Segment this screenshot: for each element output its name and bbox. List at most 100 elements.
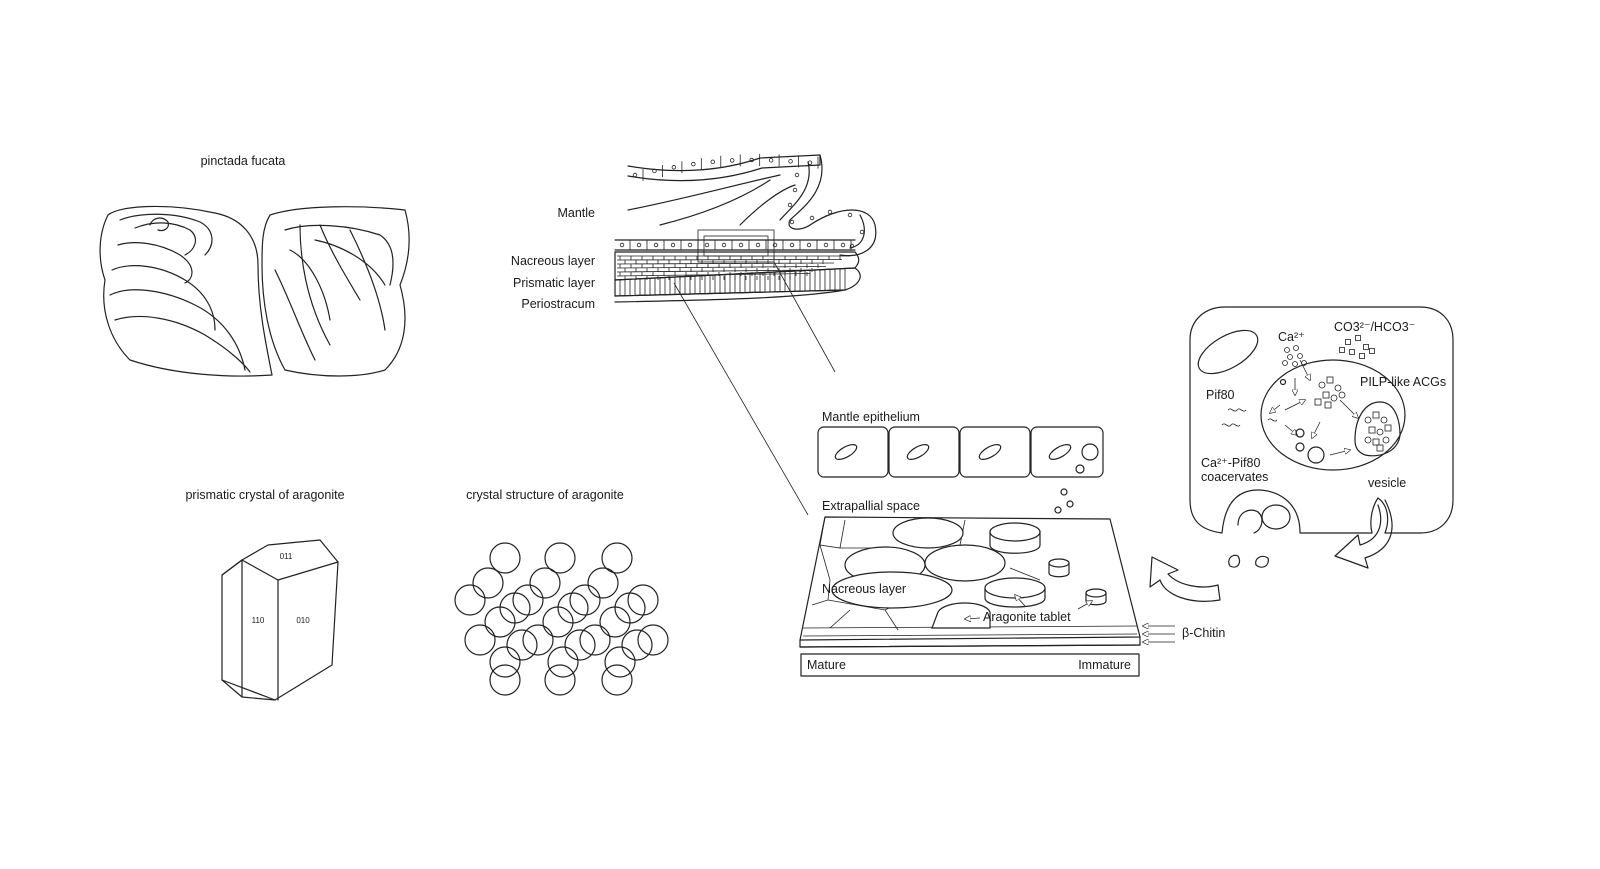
shell-title: pinctada fucata [201, 154, 286, 168]
carbonate-ion [1384, 424, 1392, 432]
aragonite-structure: crystal structure of aragonite [454, 488, 669, 696]
atom-circle [544, 542, 576, 574]
shell-illustration: pinctada fucata [99, 154, 410, 377]
nacre-row [616, 266, 827, 269]
cell-panel: Ca²⁺ CO3²⁻/HCO3⁻ PILP-like ACGs Pif80 Ca… [1149, 306, 1454, 602]
structure-title: crystal structure of aragonite [466, 488, 624, 502]
calcium-label: Ca²⁺ [1278, 330, 1305, 344]
aragonite-tablet-disc [924, 544, 1006, 582]
atom-circle [472, 567, 504, 599]
cell-nucleus [730, 158, 735, 163]
maturity-bar [800, 653, 1140, 677]
carbonate-ion [1372, 411, 1380, 419]
cell-nucleus [789, 219, 795, 225]
atom-circle [599, 606, 631, 638]
zoom-box [697, 229, 775, 263]
cell-nucleus [755, 242, 761, 248]
mantle-epithelium-label: Mantle epithelium [822, 410, 920, 424]
pilp-aggregate [1314, 376, 1346, 409]
calcium-ion [1297, 353, 1303, 359]
calcium-ion [1282, 360, 1288, 366]
cell-nucleus [653, 242, 659, 248]
atom-circle [637, 624, 669, 656]
pif80-proteins [1221, 408, 1278, 427]
atom-circle [529, 567, 561, 599]
nacre-row [616, 269, 819, 273]
carbonate-ion [1326, 376, 1334, 384]
nacreous-layer-label-2: Nacreous layer [822, 582, 906, 596]
carbonate-ion [1322, 391, 1330, 399]
calcium-ion [1318, 381, 1326, 389]
atom-circle [464, 624, 496, 656]
cell-nucleus [794, 172, 800, 178]
calcium-ion [1380, 416, 1388, 424]
carbonate-ion [1359, 353, 1365, 359]
cell-nucleus [636, 242, 642, 248]
atom-circle [454, 584, 486, 616]
mantle-label: Mantle [557, 206, 595, 220]
aragonite-tablet-label: Aragonite tablet [983, 610, 1071, 624]
vesicle-aggregate [1364, 411, 1392, 452]
cell-nucleus [823, 242, 829, 248]
carbonate-ion [1314, 398, 1322, 406]
atom-circle [489, 664, 521, 696]
calcium-ion [1292, 361, 1298, 367]
atom-circle [544, 664, 576, 696]
cell-nucleus [670, 242, 676, 248]
cell-nucleus [806, 242, 812, 248]
carbonate-ion [1345, 339, 1351, 345]
cell-nucleus [789, 242, 795, 248]
atom-circle [601, 664, 633, 696]
calcium-ion [1284, 347, 1290, 353]
cell-nucleus [788, 159, 793, 164]
coacervate-label-2: coacervates [1201, 470, 1268, 484]
face-010-label: 010 [296, 616, 310, 625]
immature-label: Immature [1078, 658, 1131, 672]
cell-nucleus [787, 202, 793, 208]
carbonate-ion [1349, 349, 1355, 355]
calcium-ion [1364, 416, 1372, 424]
vesicle-label: vesicle [1368, 476, 1406, 490]
atom-circle [569, 584, 601, 616]
cell-outline [1189, 306, 1454, 534]
cell-nucleus [792, 187, 798, 193]
carbonate-ion [1372, 438, 1380, 446]
atom-circle [506, 629, 538, 661]
atom-circle [564, 629, 596, 661]
atom-circle [604, 646, 636, 678]
epithelial-cells [817, 426, 1104, 478]
inner-mantle-cells [619, 240, 852, 250]
atom-circle [587, 567, 619, 599]
atom-circle [579, 624, 611, 656]
cell-nucleus [632, 172, 638, 178]
atom-circle [547, 646, 579, 678]
crystal-title: prismatic crystal of aragonite [185, 488, 344, 502]
face-110-label: 110 [252, 616, 265, 625]
atom-circle [522, 624, 554, 656]
cell-nucleus [772, 242, 778, 248]
carbonate-ion [1355, 335, 1361, 341]
curved-arrow-left [1149, 556, 1221, 602]
cell-nucleus [710, 159, 715, 165]
outer-mantle-cells [632, 153, 865, 249]
atom-circle [601, 542, 633, 574]
aragonite-crystal: prismatic crystal of aragonite 011 110 0… [185, 488, 345, 701]
atom-circle [621, 629, 653, 661]
extrapallial-space-label: Extrapallial space [822, 499, 920, 513]
nacre-row [616, 262, 835, 265]
cell-nucleus [652, 168, 657, 174]
calcium-ion [1364, 436, 1372, 444]
mature-label: Mature [807, 658, 846, 672]
atom-lattice [454, 542, 669, 696]
cell-nucleus [859, 229, 865, 235]
shell-cross-section: Mantle Nacreous layer Prismatic layer Pe… [511, 153, 877, 516]
calcium-ion [1338, 391, 1346, 399]
atom-circle [484, 606, 516, 638]
atom-circle [489, 542, 521, 574]
prism-pattern [619, 268, 846, 296]
carbonate-ion [1369, 348, 1375, 354]
aragonite-tablet-disc [892, 517, 964, 549]
cell-nucleus [749, 157, 754, 163]
carbonate-ion [1339, 347, 1345, 353]
